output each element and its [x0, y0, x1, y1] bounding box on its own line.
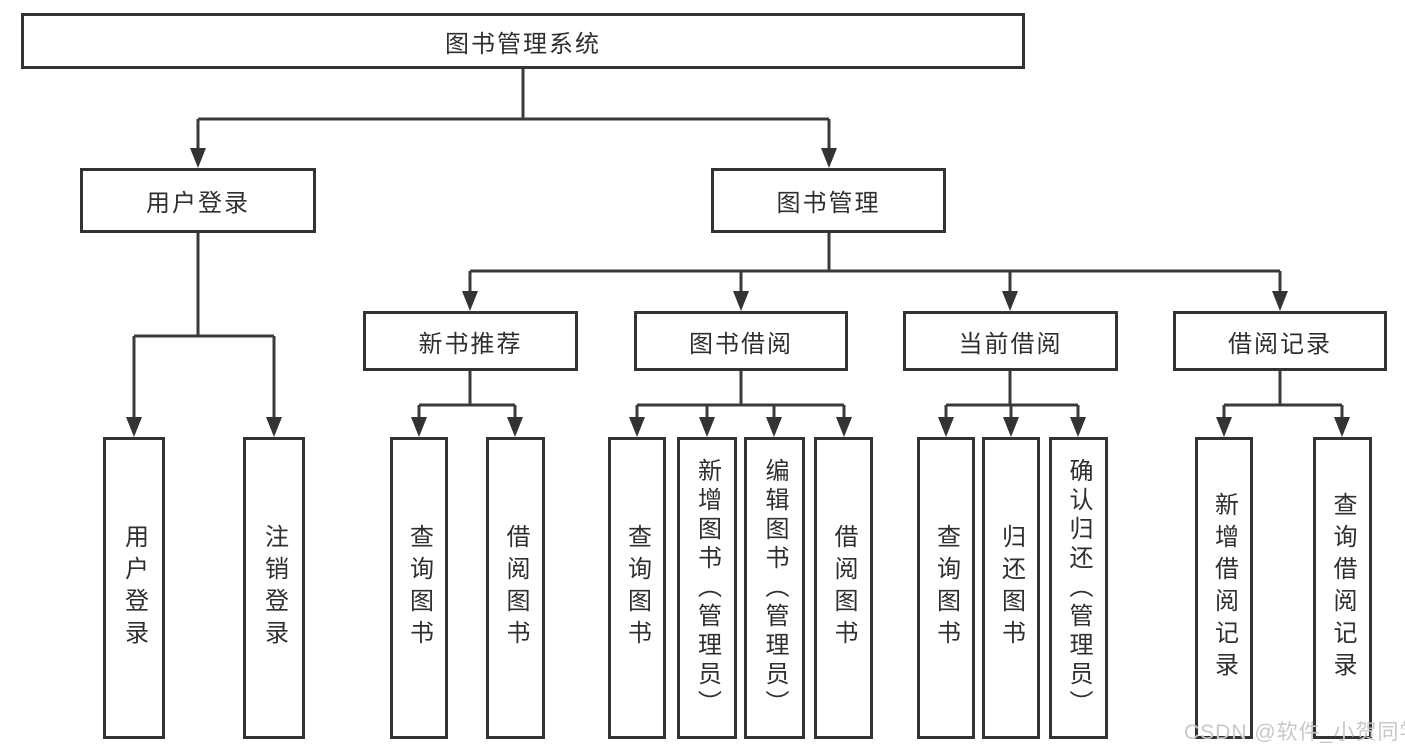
node-current-borrow: 当前借阅 [903, 311, 1118, 371]
leaf-edit-books-admin: 编辑图书（管理员） [744, 437, 805, 739]
leaf-logout: 注销登录 [243, 437, 305, 739]
leaf-add-books-admin: 新增图书（管理员） [677, 437, 737, 739]
leaf-add-borrow-record: 新增借阅记录 [1195, 437, 1253, 739]
leaf-borrow-books: 借阅图书 [814, 437, 873, 739]
node-user-login-module: 用户登录 [80, 168, 316, 233]
leaf-user-login: 用户登录 [103, 437, 165, 739]
node-book-management-module: 图书管理 [711, 168, 946, 233]
node-new-book-recommend: 新书推荐 [363, 311, 578, 371]
leaf-current-query-books: 查询图书 [917, 437, 975, 739]
connector-arrowheads [126, 148, 1350, 437]
leaf-confirm-return-admin: 确认归还（管理员） [1049, 437, 1108, 739]
leaf-query-borrow-record: 查询借阅记录 [1313, 437, 1372, 739]
leaf-borrow-query-books: 查询图书 [608, 437, 666, 739]
node-book-borrow: 图书借阅 [634, 311, 848, 371]
node-borrow-records: 借阅记录 [1173, 311, 1387, 371]
leaf-recommend-query-books: 查询图书 [390, 437, 448, 739]
leaf-recommend-borrow-books: 借阅图书 [486, 437, 545, 739]
csdn-watermark: CSDN @软件_小贺同学 [1184, 721, 1405, 744]
node-root-library-system: 图书管理系统 [21, 13, 1025, 69]
leaf-return-books: 归还图书 [982, 437, 1040, 739]
connector-lines [132, 69, 1344, 417]
